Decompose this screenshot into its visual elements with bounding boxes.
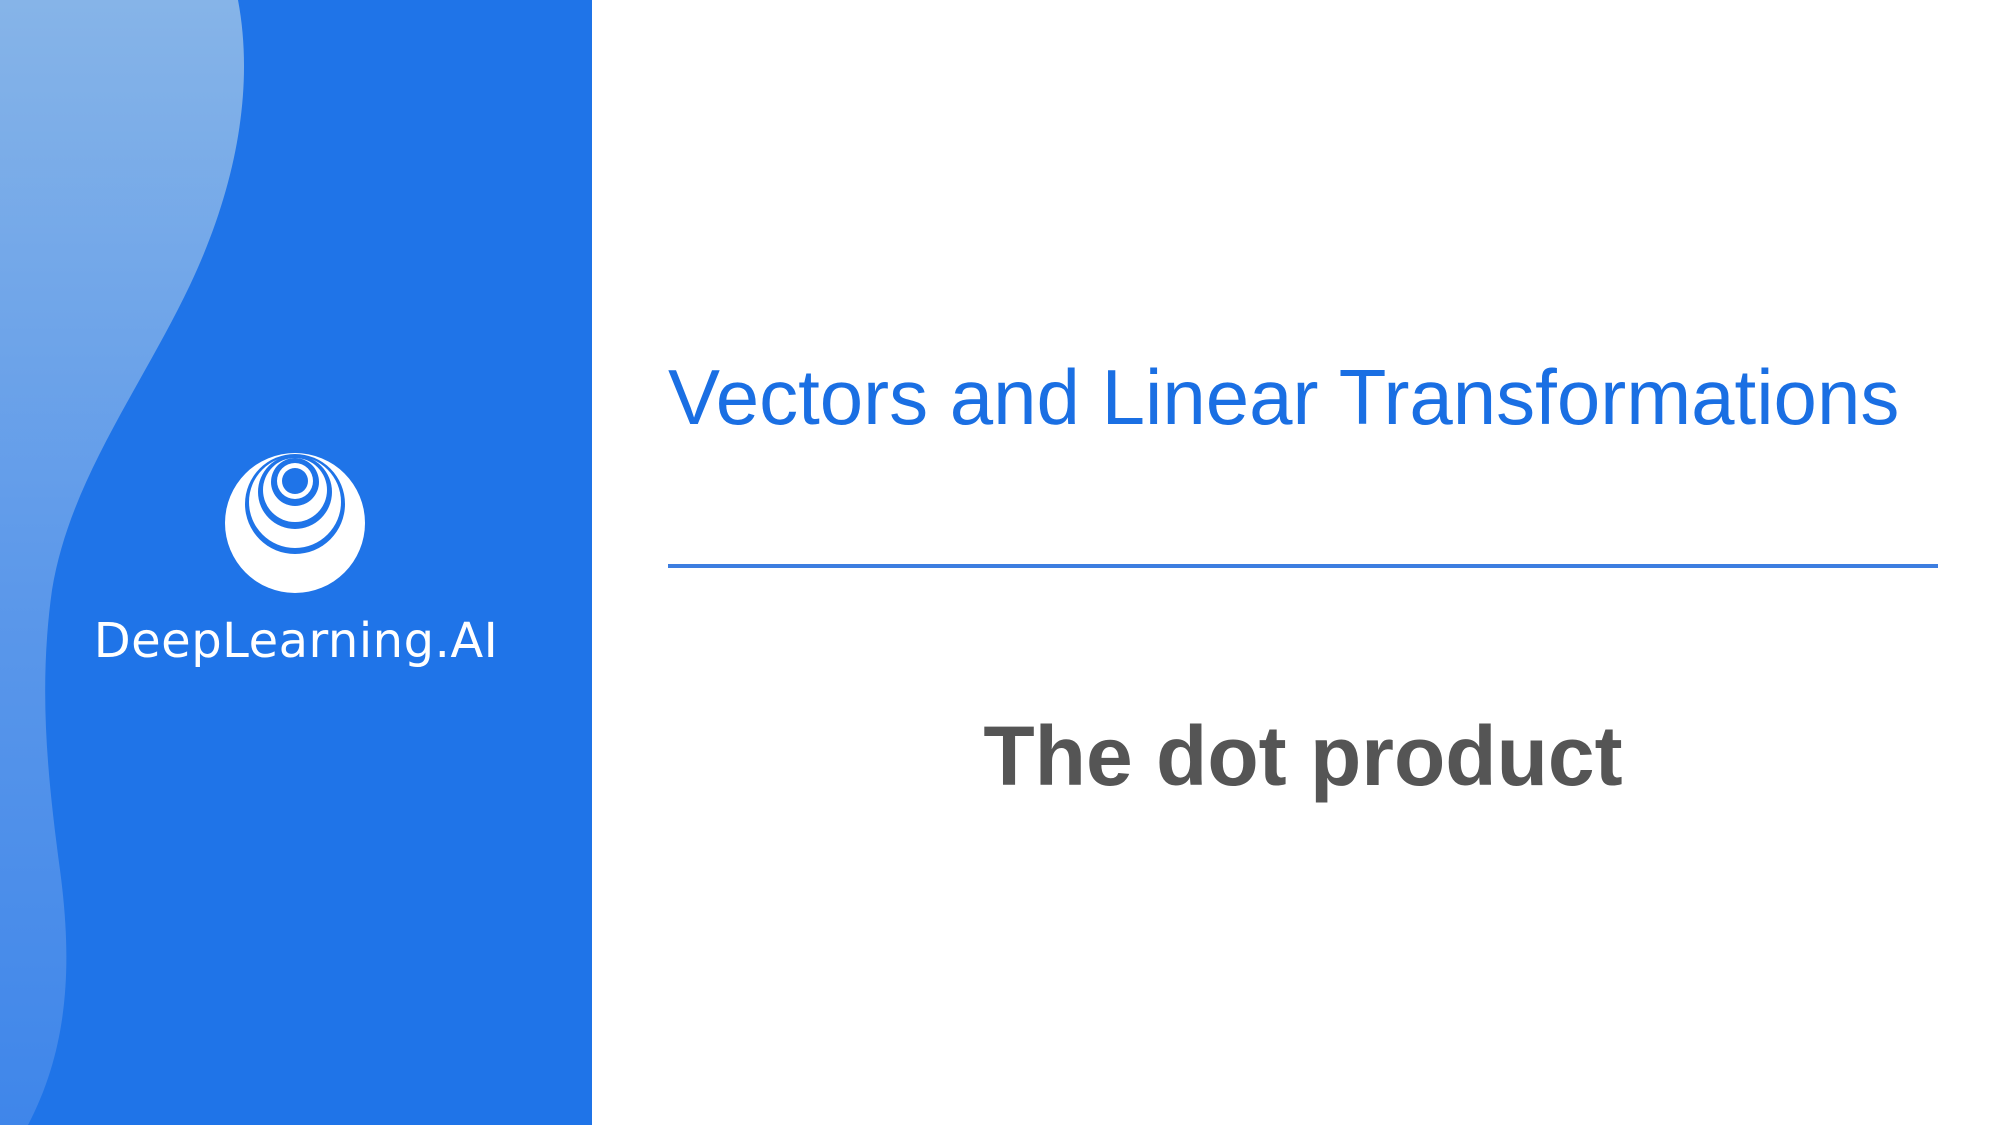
concentric-circles-logo-icon [225, 453, 365, 593]
title-divider [668, 564, 1938, 568]
wave-decoration [0, 0, 245, 1125]
brand-name: DeepLearning.AI [93, 613, 499, 669]
lesson-title: The dot product [983, 709, 1623, 803]
brand-panel: DeepLearning.AI [0, 0, 592, 1125]
course-title: Vectors and Linear Transformations [668, 353, 1900, 441]
